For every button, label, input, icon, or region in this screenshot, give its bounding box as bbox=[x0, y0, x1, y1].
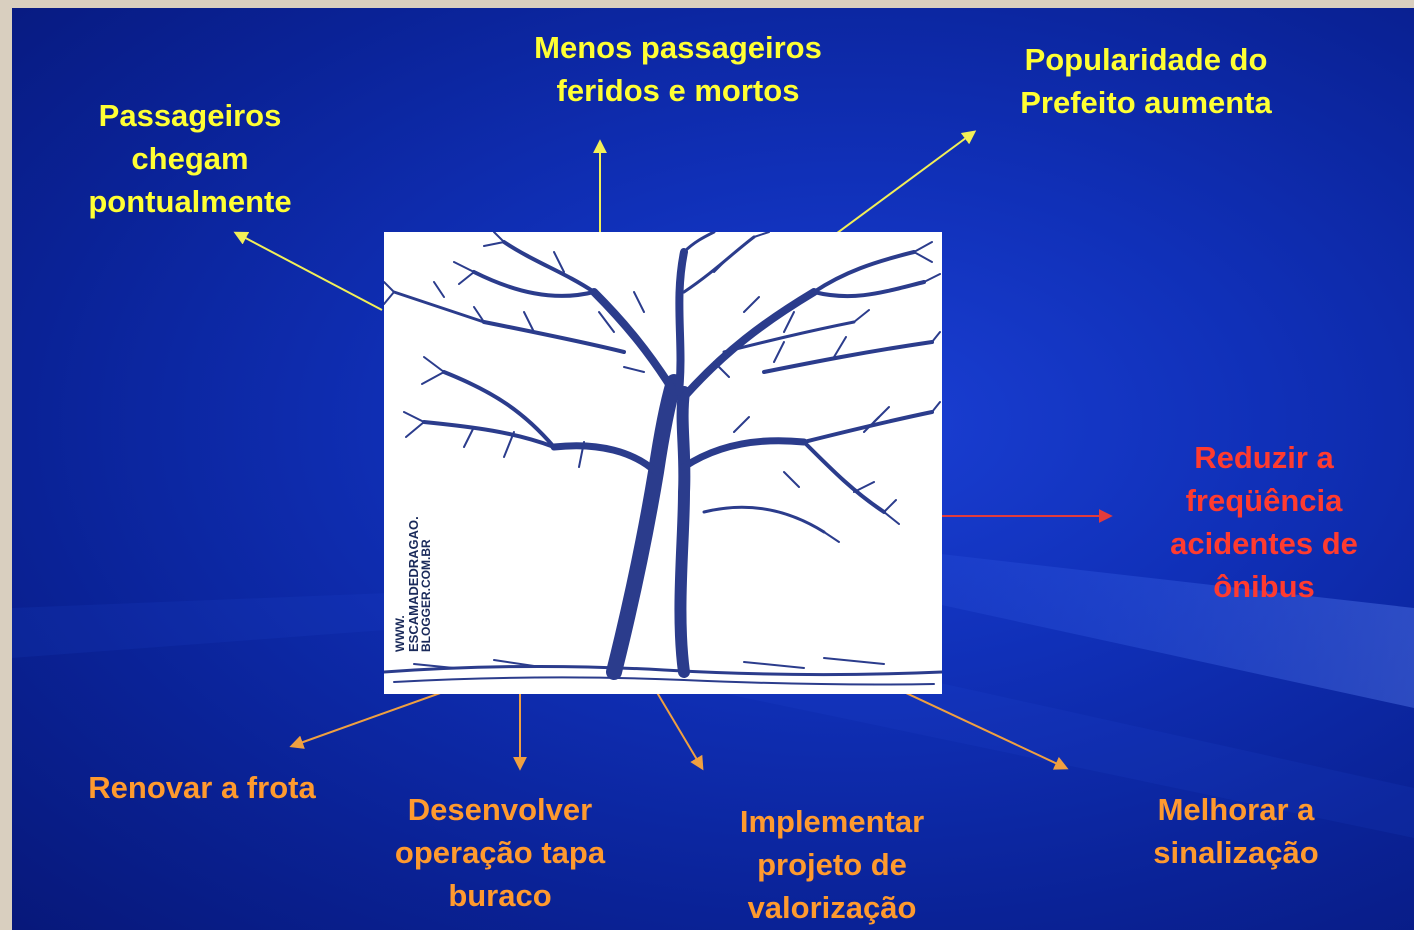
effect-feridos-label: Menos passageiros feridos e mortos bbox=[498, 26, 858, 112]
central-problem-text: Reduzir a freqüência acidentes de ônibus bbox=[1170, 440, 1358, 604]
tree-illustration bbox=[384, 232, 942, 686]
tree-drawing-icon: WWW. ESCAMADEDRAGAO. BLOGGER.COM.BR bbox=[384, 232, 942, 694]
cause-frota-text: Renovar a frota bbox=[88, 770, 316, 805]
cause-valorizacao-text: Implementar projeto de valorização bbox=[739, 804, 925, 925]
slide: WWW. ESCAMADEDRAGAO. BLOGGER.COM.BR Pass… bbox=[12, 8, 1414, 930]
cause-tapa-label: Desenvolver operação tapa buraco bbox=[370, 788, 630, 917]
central-problem-label: Reduzir a freqüência acidentes de ônibus bbox=[1144, 436, 1384, 608]
effect-pontual-label: Passageiros chegam pontualmente bbox=[70, 94, 310, 223]
effect-prefeito-label: Popularidade do Prefeito aumenta bbox=[1016, 38, 1276, 124]
cause-tapa-text: Desenvolver operação tapa buraco bbox=[394, 792, 606, 913]
watermark-line3: BLOGGER.COM.BR bbox=[419, 539, 433, 652]
cause-valorizacao-label: Implementar projeto de valorização bbox=[702, 800, 962, 929]
cause-frota-label: Renovar a frota bbox=[52, 766, 352, 809]
effect-prefeito-text: Popularidade do Prefeito aumenta bbox=[1020, 42, 1272, 120]
cause-sinalizacao-label: Melhorar a sinalização bbox=[1116, 788, 1356, 874]
arrow-to-pontual bbox=[233, 231, 383, 311]
watermark-text: WWW. ESCAMADEDRAGAO. BLOGGER.COM.BR bbox=[393, 516, 433, 652]
effect-feridos-text: Menos passageiros feridos e mortos bbox=[534, 30, 822, 108]
effect-pontual-text: Passageiros chegam pontualmente bbox=[88, 98, 292, 219]
cause-sinalizacao-text: Melhorar a sinalização bbox=[1153, 792, 1319, 870]
